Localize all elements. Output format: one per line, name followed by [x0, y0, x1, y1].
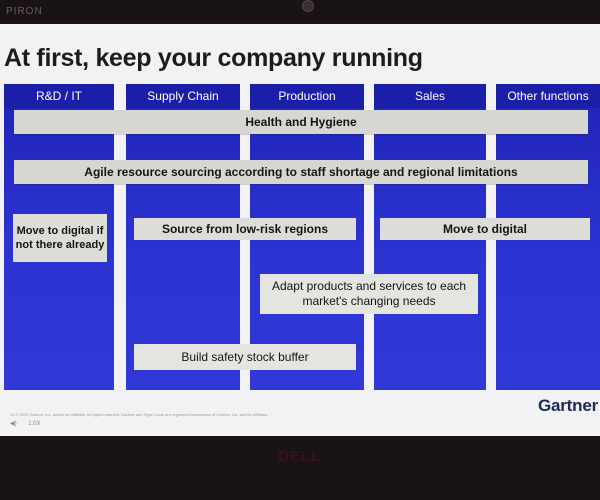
column-header: Sales [374, 84, 486, 108]
adapt-products-box: Adapt products and services to each mark… [260, 274, 478, 314]
column-header: Production [250, 84, 364, 108]
playback-controls: ◀) 1.0X [10, 420, 51, 427]
move-to-digital-rd-box: Move to digital if not there already [13, 214, 107, 262]
column-header: Other functions [496, 84, 600, 108]
volume-icon[interactable]: ◀) [10, 421, 17, 427]
agile-sourcing-band: Agile resource sourcing according to sta… [14, 160, 588, 184]
column-header: Supply Chain [126, 84, 240, 108]
safety-stock-box: Build safety stock buffer [134, 344, 356, 370]
column-header: R&D / IT [4, 84, 114, 108]
gartner-logo: Gartner [537, 396, 598, 415]
move-to-digital-sales-box: Move to digital [380, 218, 590, 240]
source-low-risk-box: Source from low-risk regions [134, 218, 356, 240]
health-hygiene-band: Health and Hygiene [14, 110, 588, 134]
bezel-label: PIRON [6, 6, 43, 17]
slide-copyright: 14 © 2020 Gartner, Inc. and/or its affil… [10, 412, 269, 417]
dell-logo: DELL [278, 448, 322, 465]
slide-title: At first, keep your company running [4, 44, 423, 72]
presentation-screen: At first, keep your company running R&D … [0, 24, 600, 436]
webcam-icon [302, 0, 314, 12]
playback-speed-button[interactable]: 1.0X [28, 421, 41, 427]
